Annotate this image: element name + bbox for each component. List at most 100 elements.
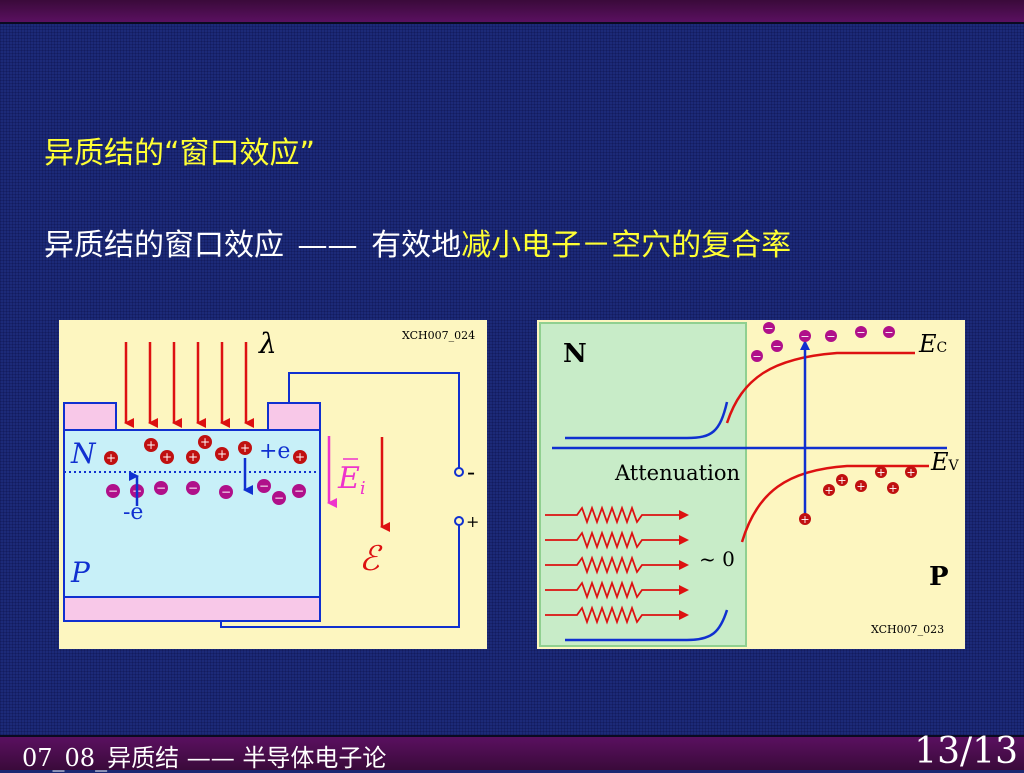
svg-text:+: + bbox=[837, 474, 846, 487]
svg-text:−: − bbox=[294, 484, 304, 498]
band-diagram-svg: N P Attenuation ~ 0 XCH007_023 EC EV − −… bbox=[539, 322, 960, 647]
hole: + bbox=[238, 441, 252, 455]
svg-text:−: − bbox=[764, 322, 773, 335]
top-bar bbox=[0, 0, 1024, 24]
electrons: − − − − − − − − bbox=[106, 479, 306, 505]
wire-top bbox=[288, 372, 460, 468]
electron: − bbox=[751, 350, 763, 363]
svg-text:+: + bbox=[888, 482, 897, 495]
hole: + bbox=[823, 484, 835, 497]
ec-label: EC bbox=[918, 330, 947, 358]
svg-text:+: + bbox=[876, 466, 885, 479]
svg-text:−: − bbox=[884, 326, 893, 339]
photon-wave bbox=[545, 580, 689, 600]
svg-text:−: − bbox=[772, 340, 781, 353]
electron: − bbox=[799, 330, 811, 343]
attenuation-label: Attenuation bbox=[614, 461, 740, 485]
electron: − bbox=[771, 340, 783, 353]
hole: + bbox=[855, 480, 867, 493]
emf-label: ℰ bbox=[359, 539, 383, 579]
plus-e-label: +e bbox=[259, 439, 290, 464]
svg-text:+: + bbox=[146, 438, 156, 452]
photon-wave bbox=[545, 505, 689, 525]
page-number: 13/13 bbox=[914, 731, 1018, 772]
bottom-contact bbox=[63, 596, 321, 622]
figure-code-right: XCH007_023 bbox=[871, 623, 944, 636]
bottom-bar bbox=[0, 735, 1024, 770]
minus-e-label: -e bbox=[123, 500, 143, 525]
subline-highlight: 减小电子－空穴的复合率 bbox=[461, 228, 792, 263]
hole: + bbox=[905, 466, 917, 479]
electrons: − − − − − − − bbox=[751, 322, 895, 363]
n-side-upper-band bbox=[565, 401, 729, 440]
subline-dash: —— bbox=[297, 228, 358, 263]
device-schematic-panel: - + λ XCH007_024 N P +e -e + + + + + + +… bbox=[59, 320, 487, 649]
footer-title: 07_08_异质结 —— 半导体电子论 bbox=[22, 744, 387, 772]
svg-text:−: − bbox=[800, 330, 809, 343]
svg-text:+: + bbox=[200, 435, 210, 449]
electron: − bbox=[272, 491, 286, 505]
p-label: P bbox=[929, 562, 949, 592]
photon-waves bbox=[545, 505, 689, 625]
hole: + bbox=[836, 474, 848, 487]
hole: + bbox=[198, 435, 212, 449]
svg-text:−: − bbox=[108, 484, 118, 498]
hole: + bbox=[186, 450, 200, 464]
terminal-minus bbox=[454, 467, 464, 477]
svg-text:−: − bbox=[274, 491, 284, 505]
photon-wave bbox=[545, 530, 689, 550]
n-label: N bbox=[563, 339, 587, 369]
svg-text:+: + bbox=[824, 484, 833, 497]
terminal-plus-label: + bbox=[466, 512, 479, 531]
ev-label: EV bbox=[930, 448, 960, 476]
electron: − bbox=[855, 326, 867, 339]
holes: + + + + + + + + bbox=[104, 435, 307, 465]
hole: + bbox=[293, 450, 307, 464]
p-region-label: P bbox=[70, 556, 91, 589]
device-schematic-svg: - + λ XCH007_024 N P +e -e + + + + + + +… bbox=[63, 327, 479, 628]
svg-text:+: + bbox=[240, 441, 250, 455]
svg-text:+: + bbox=[800, 513, 809, 526]
svg-text:−: − bbox=[188, 481, 198, 495]
hole: + bbox=[104, 451, 118, 465]
electron: − bbox=[763, 322, 775, 335]
electron: − bbox=[219, 485, 233, 499]
terminal-minus-label: - bbox=[467, 458, 475, 486]
subline-part1: 异质结的窗口效应 bbox=[44, 228, 284, 263]
svg-text:−: − bbox=[259, 479, 269, 493]
electron: − bbox=[825, 330, 837, 343]
svg-text:+: + bbox=[188, 450, 198, 464]
photon-wave bbox=[545, 605, 689, 625]
svg-text:+: + bbox=[217, 447, 227, 461]
svg-text:−: − bbox=[156, 481, 166, 495]
slide-subline: 异质结的窗口效应 —— 有效地减小电子－空穴的复合率 bbox=[44, 220, 791, 264]
figure-code-left: XCH007_024 bbox=[402, 329, 475, 342]
hole: + bbox=[215, 447, 229, 461]
svg-text:−: − bbox=[826, 330, 835, 343]
svg-text:−: − bbox=[752, 350, 761, 363]
valence-band bbox=[740, 464, 929, 543]
internal-field-label: Ei bbox=[337, 461, 366, 499]
slide-heading: 异质结的“窗口效应” bbox=[44, 136, 316, 171]
hole: + bbox=[144, 438, 158, 452]
svg-text:−: − bbox=[221, 485, 231, 499]
n-side-lower-band bbox=[565, 609, 729, 642]
n-region-window bbox=[539, 322, 747, 647]
electron: − bbox=[883, 326, 895, 339]
photon-wave bbox=[545, 555, 689, 575]
electron: − bbox=[292, 484, 306, 498]
svg-text:+: + bbox=[106, 451, 116, 465]
electron: − bbox=[154, 481, 168, 495]
hole: + bbox=[887, 482, 899, 495]
electron: − bbox=[257, 479, 271, 493]
electron: − bbox=[186, 481, 200, 495]
incident-light-arrows bbox=[124, 342, 254, 428]
svg-text:+: + bbox=[295, 450, 305, 464]
top-contact-left bbox=[63, 402, 117, 431]
svg-text:+: + bbox=[906, 466, 915, 479]
svg-text:+: + bbox=[856, 480, 865, 493]
n-region-label: N bbox=[70, 437, 97, 470]
approx-zero-label: ~ 0 bbox=[699, 547, 735, 571]
hole: + bbox=[799, 513, 811, 526]
hole: + bbox=[160, 450, 174, 464]
